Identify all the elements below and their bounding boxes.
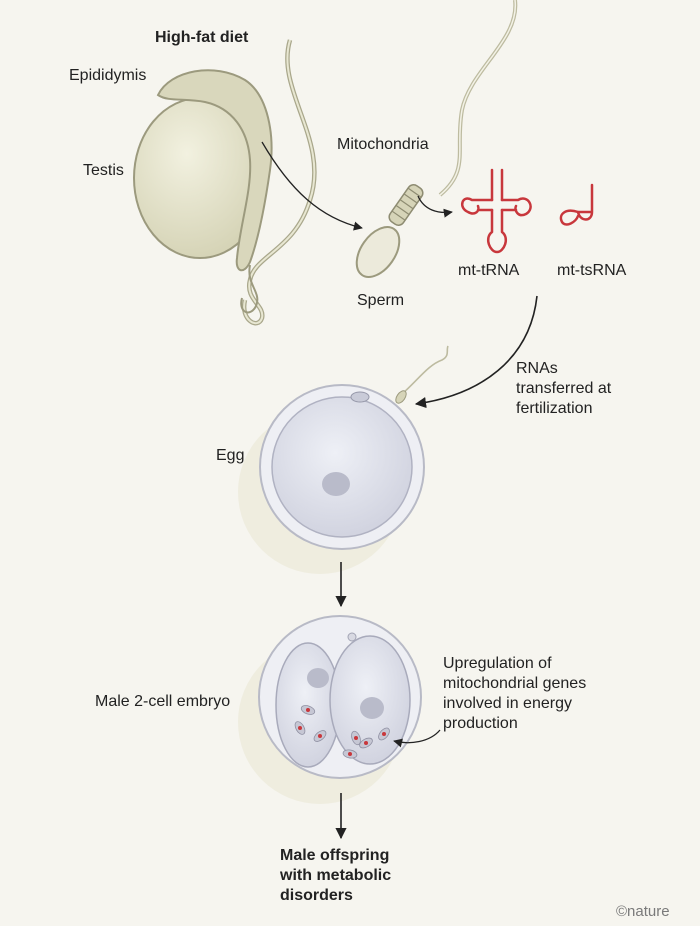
upregulation-label-line4: production (443, 715, 518, 732)
condition-label: High-fat diet (155, 29, 249, 46)
sperm-tail-top (438, 0, 518, 197)
testis-label: Testis (83, 162, 124, 179)
arrow-mitochondria-to-rna (417, 195, 453, 218)
mt-tsrna-icon (559, 183, 594, 226)
transfer-label-line2: transferred at (516, 380, 612, 397)
embryo-label: Male 2-cell embryo (95, 693, 231, 710)
nature-credit: ©nature (616, 903, 670, 920)
mt-trna-label: mt-tRNA (458, 262, 520, 279)
sperm-label: Sperm (357, 292, 405, 309)
mt-tsrna-label: mt-tsRNA (557, 262, 627, 279)
mt-trna-icon (460, 168, 532, 254)
outcome-label-line3: disorders (280, 887, 353, 904)
transfer-label-line1: RNAs (516, 360, 558, 377)
epididymis-illustration (156, 69, 273, 314)
arrow-epididymis-to-sperm (261, 141, 363, 231)
upregulation-label-line3: involved in energy (443, 695, 572, 712)
upregulation-label-line2: mitochondrial genes (443, 675, 587, 692)
arrow-rna-to-egg (414, 295, 538, 409)
egg-illustration (238, 384, 425, 574)
epididymis-label: Epididymis (69, 67, 147, 84)
outcome-label-line2: with metabolic (280, 867, 392, 884)
vas-deferens (241, 39, 317, 326)
arrow-upregulation (393, 729, 441, 748)
fertilizing-sperm (395, 345, 449, 404)
outcome-label-line1: Male offspring (280, 847, 390, 864)
sperm-illustration (355, 183, 424, 278)
embryo-mitochondria (294, 705, 390, 759)
egg-label: Egg (216, 447, 245, 464)
transfer-label-line3: fertilization (516, 400, 593, 417)
two-cell-embryo-illustration (238, 615, 422, 804)
mitochondria-label: Mitochondria (337, 136, 429, 153)
upregulation-label-line1: Upregulation of (443, 655, 552, 672)
